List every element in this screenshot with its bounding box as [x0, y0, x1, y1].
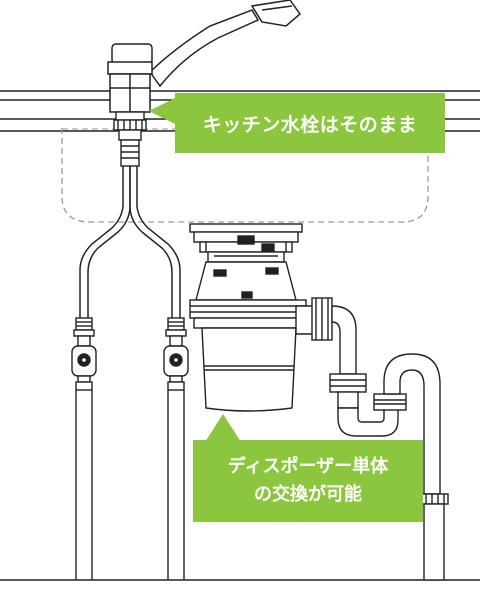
faucet-shank — [113, 111, 147, 167]
faucet-callout: キッチン水栓はそのまま — [149, 93, 445, 153]
disposer-callout-text: ディスポーザー単体 の交換が可能 — [193, 440, 423, 522]
disposer-callout-pointer — [205, 414, 241, 442]
sink-basin-outline — [61, 128, 429, 223]
disposer-callout: ディスポーザー単体 の交換が可能 — [193, 414, 423, 522]
drain-trap — [295, 297, 449, 581]
faucet-callout-pointer — [149, 97, 177, 125]
left-shutoff-valve — [71, 317, 97, 580]
right-shutoff-valve — [163, 317, 189, 580]
disposer-callout-line-1: ディスポーザー単体 — [227, 456, 389, 477]
disposer-callout-bubble — [193, 440, 423, 522]
supply-hoses — [79, 166, 181, 318]
disposer-unit — [189, 223, 307, 412]
faucet — [107, 0, 302, 113]
faucet-callout-text: キッチン水栓はそのまま — [202, 113, 418, 136]
disposer-callout-line-2: の交換が可能 — [254, 484, 362, 505]
faucet-callout-bubble — [175, 93, 445, 153]
